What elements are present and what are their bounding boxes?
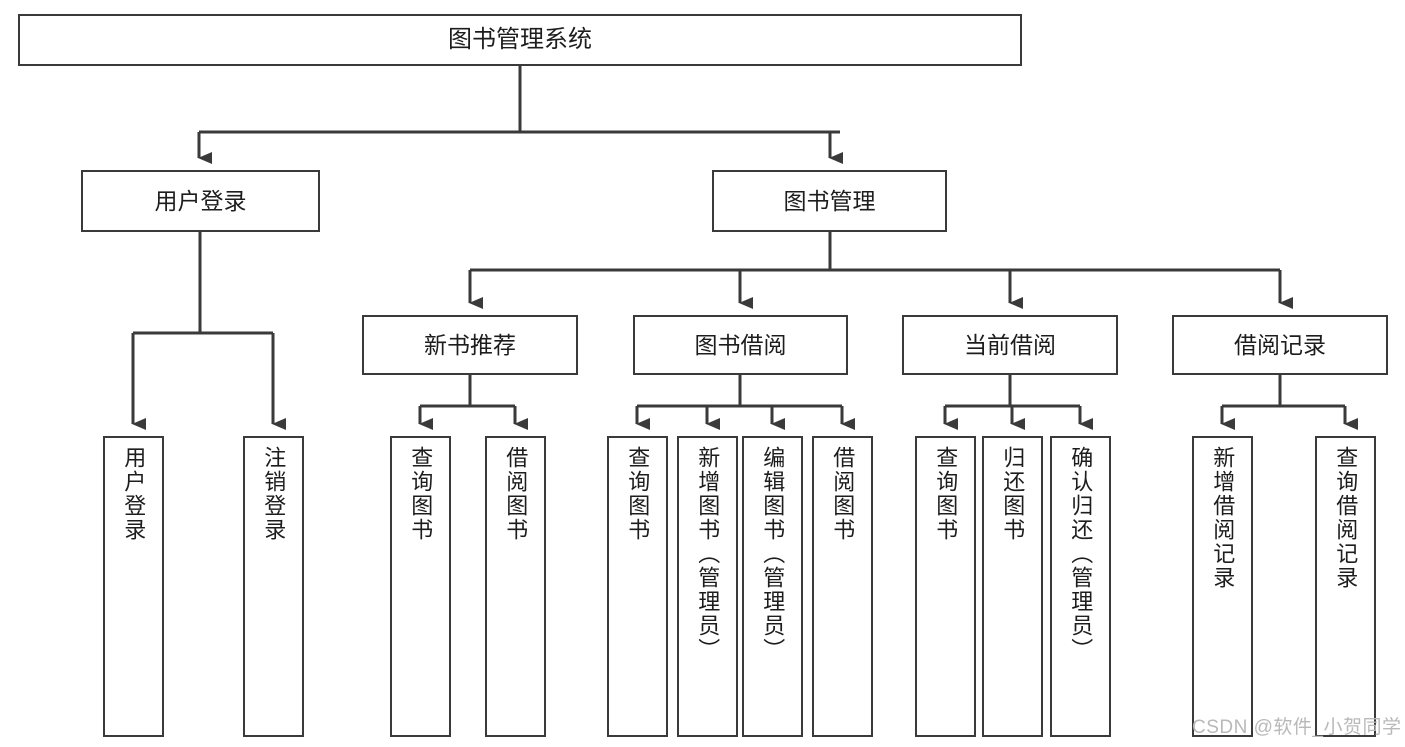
leaf-borrow-record-add-record[interactable]: 新增借阅记录 <box>1192 436 1253 737</box>
leaf-book-borrow-borrow-book[interactable]: 借阅图书 <box>812 436 873 737</box>
leaf-user-login-logout[interactable]: 注销登录 <box>243 436 304 737</box>
node-label: 用户登录 <box>154 187 247 214</box>
leaf-current-borrow-query-book[interactable]: 查询图书 <box>915 436 976 737</box>
node-book-borrow[interactable]: 图书借阅 <box>633 315 848 375</box>
node-label: 注销登录 <box>261 446 287 542</box>
node-label: 借阅图书 <box>830 446 856 542</box>
leaf-new-book-query-book[interactable]: 查询图书 <box>390 436 451 737</box>
node-label: 查询借阅记录 <box>1333 446 1359 590</box>
node-label: 借阅图书 <box>503 446 529 542</box>
leaf-current-borrow-return-book[interactable]: 归还图书 <box>982 436 1043 737</box>
node-label: 图书借阅 <box>694 331 787 358</box>
leaf-user-login-login[interactable]: 用户登录 <box>103 436 164 737</box>
node-label: 查询图书 <box>933 446 959 542</box>
node-borrow-record[interactable]: 借阅记录 <box>1172 315 1388 375</box>
node-label: 查询图书 <box>625 446 651 542</box>
leaf-book-borrow-query-book[interactable]: 查询图书 <box>607 436 668 737</box>
node-label: 图书管理系统 <box>448 26 592 54</box>
node-label: 新书推荐 <box>424 331 516 358</box>
node-label: 查询图书 <box>408 446 434 542</box>
node-label: 借阅记录 <box>1234 331 1326 358</box>
node-label: 归还图书 <box>1000 446 1026 542</box>
node-current-borrow[interactable]: 当前借阅 <box>902 315 1118 375</box>
leaf-borrow-record-query-record[interactable]: 查询借阅记录 <box>1315 436 1376 737</box>
node-root-book-management-system[interactable]: 图书管理系统 <box>18 14 1022 66</box>
node-label: 编辑图书（管理员） <box>760 446 786 662</box>
node-user-login[interactable]: 用户登录 <box>81 170 320 232</box>
csdn-watermark: CSDN @软件_小贺同学 <box>1192 717 1402 738</box>
node-label: 新增图书（管理员） <box>695 446 721 662</box>
leaf-new-book-borrow-book[interactable]: 借阅图书 <box>485 436 546 737</box>
leaf-current-borrow-confirm-return-admin[interactable]: 确认归还（管理员） <box>1050 436 1111 737</box>
leaf-book-borrow-edit-book-admin[interactable]: 编辑图书（管理员） <box>742 436 803 737</box>
node-label: 确认归还（管理员） <box>1068 446 1094 662</box>
leaf-book-borrow-add-book-admin[interactable]: 新增图书（管理员） <box>677 436 738 737</box>
node-label: 当前借阅 <box>964 331 1056 358</box>
node-new-book-recommend[interactable]: 新书推荐 <box>362 315 578 375</box>
node-book-management[interactable]: 图书管理 <box>712 170 947 232</box>
node-label: 新增借阅记录 <box>1210 446 1236 590</box>
node-label: 图书管理 <box>783 187 876 214</box>
node-label: 用户登录 <box>121 446 147 542</box>
